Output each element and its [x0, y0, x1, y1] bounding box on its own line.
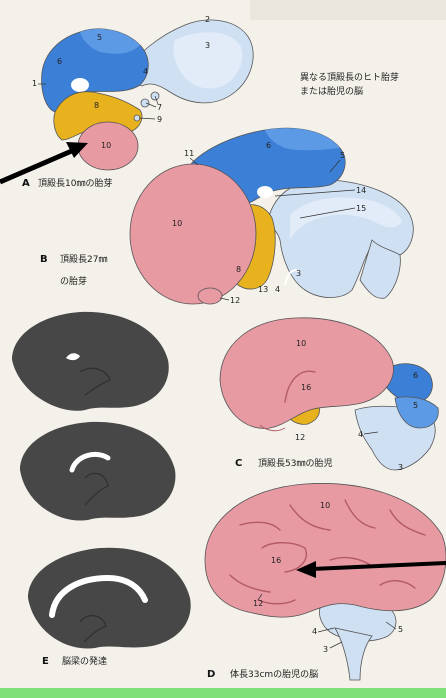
d-label-10: 10: [320, 501, 330, 510]
figure-e-sections: [12, 312, 191, 649]
figure-d-letter: D: [207, 669, 215, 680]
a-label-2: 2: [205, 15, 210, 24]
c-label-6: 6: [413, 371, 418, 380]
a-label-6: 6: [57, 57, 62, 66]
figure-e-caption: 脳梁の発達: [62, 655, 107, 667]
d-label-3: 3: [323, 645, 328, 654]
d-label-16: 16: [271, 556, 281, 565]
b-label-14: 14: [356, 186, 366, 195]
a-label-8: 8: [94, 101, 99, 110]
a-label-5: 5: [97, 33, 102, 42]
d-label-4: 4: [312, 627, 317, 636]
figure-c-letter: C: [235, 458, 242, 469]
c-label-10: 10: [296, 339, 306, 348]
a-label-10: 10: [101, 141, 111, 150]
c-label-4: 4: [358, 430, 363, 439]
b-label-13: 13: [258, 285, 268, 294]
a-label-4: 4: [143, 67, 148, 76]
b-label-10: 10: [172, 219, 182, 228]
b-label-4: 4: [275, 285, 280, 294]
a-label-3: 3: [205, 41, 210, 50]
b-label-11: 11: [184, 149, 194, 158]
figure-a-letter: A: [22, 178, 30, 189]
a-label-1: 1: [32, 79, 37, 88]
c-label-16: 16: [301, 383, 311, 392]
b-label-15: 15: [356, 204, 366, 213]
c-label-5: 5: [413, 401, 418, 410]
b-label-5: 5: [340, 151, 345, 160]
figure-b-letter: B: [40, 254, 48, 265]
b-label-3: 3: [296, 269, 301, 278]
c-label-12: 12: [295, 433, 305, 442]
c-label-3: 3: [398, 463, 403, 472]
figure-b-caption-line-1: 頂殿長27㎜: [60, 254, 107, 265]
figure-a-caption: 頂殿長10㎜の胎芽: [38, 177, 112, 189]
b-label-12: 12: [230, 296, 240, 305]
b-label-8: 8: [236, 265, 241, 274]
figure-d-caption: 体長33cmの胎児の脳: [230, 668, 318, 680]
d-label-12: 12: [253, 599, 263, 608]
header-line-2: または胎児の脳: [300, 85, 363, 97]
header-line-1: 異なる頂殿長のヒト胎芽: [300, 71, 399, 83]
a-label-9: 9: [157, 115, 162, 124]
figure-e-letter: E: [42, 656, 49, 667]
b-label-6: 6: [266, 141, 271, 150]
bottom-green-bar: [0, 688, 446, 698]
figure-b-caption-line-2: の胎芽: [60, 275, 87, 287]
d-label-5: 5: [398, 625, 403, 634]
a-label-7: 7: [157, 103, 162, 112]
figure-c-caption: 頂殿長53㎜の胎児: [258, 457, 332, 469]
